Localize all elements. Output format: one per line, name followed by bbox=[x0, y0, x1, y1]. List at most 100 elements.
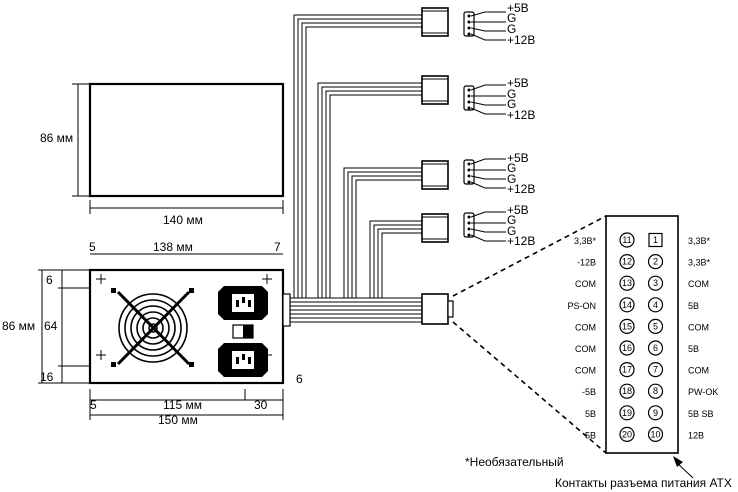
molex-pin-label: +12В bbox=[507, 33, 535, 47]
top-view-height-label: 86 мм bbox=[40, 131, 73, 145]
dim-right-margin: 7 bbox=[274, 240, 281, 254]
pin-circle bbox=[647, 297, 664, 313]
atx-pinout: 113,3В*12-12В13COM14PS-ON15COM16COM17COM… bbox=[465, 215, 732, 490]
pin-number: 5 bbox=[653, 321, 658, 331]
dim-height: 86 мм bbox=[2, 319, 35, 333]
molex-pinout-2: +5В G G +12В bbox=[463, 76, 535, 122]
molex-pin-label: +5В bbox=[507, 76, 529, 90]
pin-number: 4 bbox=[653, 300, 658, 310]
dim-bottom-offset: 16 bbox=[40, 370, 54, 384]
pin-number: 11 bbox=[622, 235, 631, 245]
molex-pin-label: G bbox=[507, 97, 516, 111]
power-switch-icon bbox=[232, 324, 254, 339]
pin-circle bbox=[619, 232, 635, 248]
pin-number: 3 bbox=[653, 278, 658, 288]
molex-pin-label: G bbox=[507, 213, 516, 227]
dim-bottom-mid: 115 мм bbox=[163, 398, 202, 412]
pin-label: COM bbox=[575, 344, 596, 354]
callout-line bbox=[452, 321, 607, 454]
molex-connector-3 bbox=[421, 160, 449, 190]
pin-number: 15 bbox=[622, 321, 632, 331]
pin-label: PS-ON bbox=[567, 301, 596, 311]
pin-circle bbox=[619, 362, 635, 378]
pin-circle bbox=[619, 318, 635, 334]
pin-square bbox=[648, 232, 663, 248]
molex-pin-label: +5В bbox=[507, 203, 529, 217]
pin-label: COM bbox=[575, 322, 596, 332]
pin-number: 12 bbox=[622, 257, 632, 267]
molex-pin-label: G bbox=[507, 22, 516, 36]
molex-pin-label: +5В bbox=[507, 1, 529, 15]
top-view-width-label: 140 мм bbox=[163, 213, 203, 227]
pin-number: 2 bbox=[653, 257, 658, 267]
pin-number: 14 bbox=[622, 300, 632, 310]
pin-circle bbox=[619, 297, 635, 313]
top-view: 86 мм 140 мм bbox=[40, 82, 285, 227]
pin-label: PW-OK bbox=[688, 387, 718, 397]
ac-inlet-icon bbox=[218, 286, 268, 320]
pin-label: 5В bbox=[688, 301, 699, 311]
pin-circle bbox=[647, 405, 664, 421]
pin-circle bbox=[619, 405, 635, 421]
pin-label: COM bbox=[688, 366, 709, 376]
pin-circle bbox=[647, 383, 664, 399]
pin-circle bbox=[647, 362, 664, 378]
atx-pinout-frame bbox=[605, 215, 679, 454]
molex-pin-label: +12В bbox=[507, 108, 535, 122]
molex-pin-label: +5В bbox=[507, 151, 529, 165]
molex-pin-label: G bbox=[507, 87, 516, 101]
molex-pin-label: +12В bbox=[507, 182, 535, 196]
pin-number: 9 bbox=[653, 408, 658, 418]
pin-number: 16 bbox=[622, 343, 632, 353]
molex-connector-2 bbox=[421, 75, 449, 105]
atx-pin-grid: 113,3В*12-12В13COM14PS-ON15COM16COM17COM… bbox=[567, 232, 718, 442]
pin-label: 3,3В* bbox=[574, 236, 597, 246]
molex-pinout-4: +5В G G +12В bbox=[463, 203, 535, 248]
pin-number: 8 bbox=[653, 386, 658, 396]
pin-circle bbox=[647, 254, 664, 270]
pin-label: COM bbox=[575, 366, 596, 376]
pin-number: 13 bbox=[622, 278, 632, 288]
pin-circle bbox=[647, 318, 664, 334]
pin-circle bbox=[647, 426, 664, 442]
dim-total-width: 150 мм bbox=[158, 413, 198, 427]
cable-harness bbox=[290, 14, 422, 323]
pin-circle bbox=[619, 254, 635, 270]
molex-pin-label: G bbox=[507, 172, 516, 186]
pin-label: -5В bbox=[582, 387, 596, 397]
pin-label: 5В bbox=[688, 344, 699, 354]
dim-inner-width: 138 мм bbox=[153, 240, 193, 254]
pin-number: 6 bbox=[653, 343, 658, 353]
screw-icon bbox=[262, 274, 272, 284]
pin-number: 18 bbox=[622, 386, 632, 396]
pin-number: 10 bbox=[650, 429, 660, 439]
pin-number: 20 bbox=[622, 429, 632, 439]
molex-pin-label: G bbox=[507, 11, 516, 25]
atx-connector bbox=[421, 293, 454, 325]
footnote: *Необязательный bbox=[465, 455, 564, 469]
molex-pinout-3: +5В G G +12В bbox=[463, 151, 535, 196]
ac-outlet-icon bbox=[218, 343, 268, 377]
molex-pin-label: G bbox=[507, 224, 516, 238]
callout-line bbox=[452, 215, 607, 297]
pin-label: COM bbox=[575, 279, 596, 289]
pin-label: 3,3В* bbox=[688, 258, 711, 268]
pin-circle bbox=[619, 426, 635, 442]
pin-label: 5В bbox=[585, 430, 596, 440]
molex-connector-4 bbox=[421, 213, 449, 243]
pin-circle bbox=[619, 383, 635, 399]
molex-pin-label: G bbox=[507, 161, 516, 175]
pin-number: 19 bbox=[622, 408, 632, 418]
dim-middle: 64 bbox=[44, 319, 58, 333]
front-view: 5 138 мм 7 86 мм 6 64 16 6 bbox=[2, 240, 303, 427]
dim-bottom-left: 5 bbox=[90, 398, 97, 412]
pin-label: 12В bbox=[688, 430, 704, 440]
pin-number: 7 bbox=[653, 365, 658, 375]
pin-number: 17 bbox=[622, 365, 632, 375]
dim-bottom-right: 30 bbox=[254, 398, 268, 412]
fan-grille-icon bbox=[111, 288, 194, 367]
pin-number: 1 bbox=[653, 235, 658, 245]
pin-circle bbox=[619, 275, 635, 291]
dim-side-offset: 6 bbox=[296, 372, 303, 386]
